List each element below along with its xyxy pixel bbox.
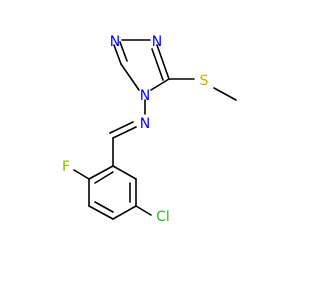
bond-n2-c3 [156,44,170,80]
atom-n4: N [140,88,150,104]
atom-n-imine: N [140,116,150,132]
structure-canvas: N N N N S F Cl [61,34,237,225]
bond-b1-b2 [112,165,137,180]
atom-n1: N [110,34,120,50]
bond-b6-b1 [88,165,114,180]
molecule-diagram: N N N N S F Cl [62,34,237,225]
bond-n2-c3-double [151,48,164,81]
atom-n2: N [152,34,162,50]
atom-f: F [62,159,70,175]
atom-labels: N N N N S F Cl [62,34,209,225]
atom-cl: Cl [156,209,170,225]
bond-b3-cl [135,205,152,216]
bond-s-ch3 [213,87,237,101]
bond-nim-ch-double [109,121,134,134]
bond-b4-b5-inner [94,201,114,213]
bond-b6-b1-inner [94,171,114,184]
bond-b3-b4 [112,205,137,220]
bonds [73,39,237,220]
bond-c5-n1 [113,44,122,65]
bond-b4-b5 [88,205,114,220]
atom-s: S [200,73,209,89]
bond-b6-f [73,169,90,180]
bond-c5-n1-double [119,41,128,62]
bond-c3-n4 [150,78,170,91]
bond-nim-ch [112,126,137,139]
bond-n4-c5 [120,63,140,91]
